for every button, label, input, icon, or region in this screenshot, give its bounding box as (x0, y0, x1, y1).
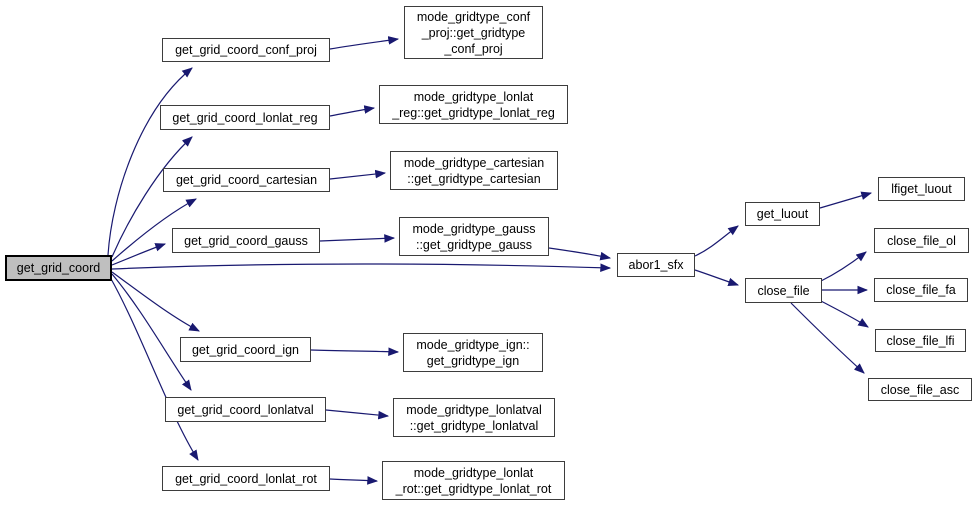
node-get-grid-coord-lonlat-rot[interactable]: get_grid_coord_lonlat_rot (162, 466, 330, 491)
edge-close-file-asc (790, 302, 865, 374)
node-get-grid-coord-gauss[interactable]: get_grid_coord_gauss (172, 228, 320, 253)
edge-main-cartesian (111, 198, 197, 262)
edge-conf-proj-mode (329, 36, 400, 50)
node-get-luout[interactable]: get_luout (745, 202, 820, 226)
node-mode-gridtype-cartesian[interactable]: mode_gridtype_cartesian ::get_gridtype_c… (390, 151, 558, 190)
edge-cartesian-mode (329, 169, 387, 180)
edge-close-file-ol (820, 251, 867, 282)
edge-mode-gauss-abor1 (548, 247, 612, 261)
node-get-grid-coord-conf-proj[interactable]: get_grid_coord_conf_proj (162, 38, 330, 62)
edge-main-lonlat-rot (109, 276, 199, 461)
edge-lonlat-rot-mode (329, 476, 379, 485)
node-get-grid-coord-cartesian[interactable]: get_grid_coord_cartesian (163, 168, 330, 192)
edge-gauss-mode (319, 234, 396, 243)
edge-lonlat-reg-mode (329, 105, 376, 117)
node-lfiget-luout[interactable]: lfiget_luout (878, 177, 965, 201)
edge-close-file-lfi (820, 300, 869, 328)
node-close-file[interactable]: close_file (745, 278, 822, 303)
node-close-file-fa[interactable]: close_file_fa (874, 278, 968, 302)
node-abor1-sfx[interactable]: abor1_sfx (617, 253, 695, 277)
edge-main-gauss (111, 243, 167, 266)
edge-lonlatval-mode (325, 409, 390, 420)
edge-main-lonlatval (111, 273, 192, 391)
edge-get-luout-lfiget (819, 191, 873, 209)
node-close-file-asc[interactable]: close_file_asc (868, 378, 972, 401)
node-mode-gridtype-lonlatval[interactable]: mode_gridtype_lonlatval ::get_gridtype_l… (393, 398, 555, 437)
node-mode-gridtype-conf-proj[interactable]: mode_gridtype_conf _proj::get_gridtype _… (404, 6, 543, 59)
edge-main-abor1 (111, 263, 612, 273)
edge-main-conf-proj (107, 67, 193, 256)
node-get-grid-coord: get_grid_coord (5, 255, 112, 281)
node-close-file-ol[interactable]: close_file_ol (874, 228, 969, 253)
edge-abor1-get-luout (694, 225, 739, 257)
edge-main-ign (111, 271, 200, 332)
node-get-grid-coord-lonlat-reg[interactable]: get_grid_coord_lonlat_reg (160, 105, 330, 130)
node-mode-gridtype-ign[interactable]: mode_gridtype_ign:: get_gridtype_ign (403, 333, 543, 372)
edge-abor1-close-file (694, 269, 740, 287)
node-close-file-lfi[interactable]: close_file_lfi (875, 329, 966, 352)
node-get-grid-coord-ign[interactable]: get_grid_coord_ign (180, 337, 311, 362)
node-mode-gridtype-lonlat-reg[interactable]: mode_gridtype_lonlat _reg::get_gridtype_… (379, 85, 568, 124)
node-mode-gridtype-lonlat-rot[interactable]: mode_gridtype_lonlat _rot::get_gridtype_… (382, 461, 565, 500)
node-get-grid-coord-lonlatval[interactable]: get_grid_coord_lonlatval (165, 397, 326, 422)
edge-ign-mode (310, 347, 400, 356)
node-mode-gridtype-gauss[interactable]: mode_gridtype_gauss ::get_gridtype_gauss (399, 217, 549, 256)
edge-main-lonlat-reg (111, 136, 193, 258)
